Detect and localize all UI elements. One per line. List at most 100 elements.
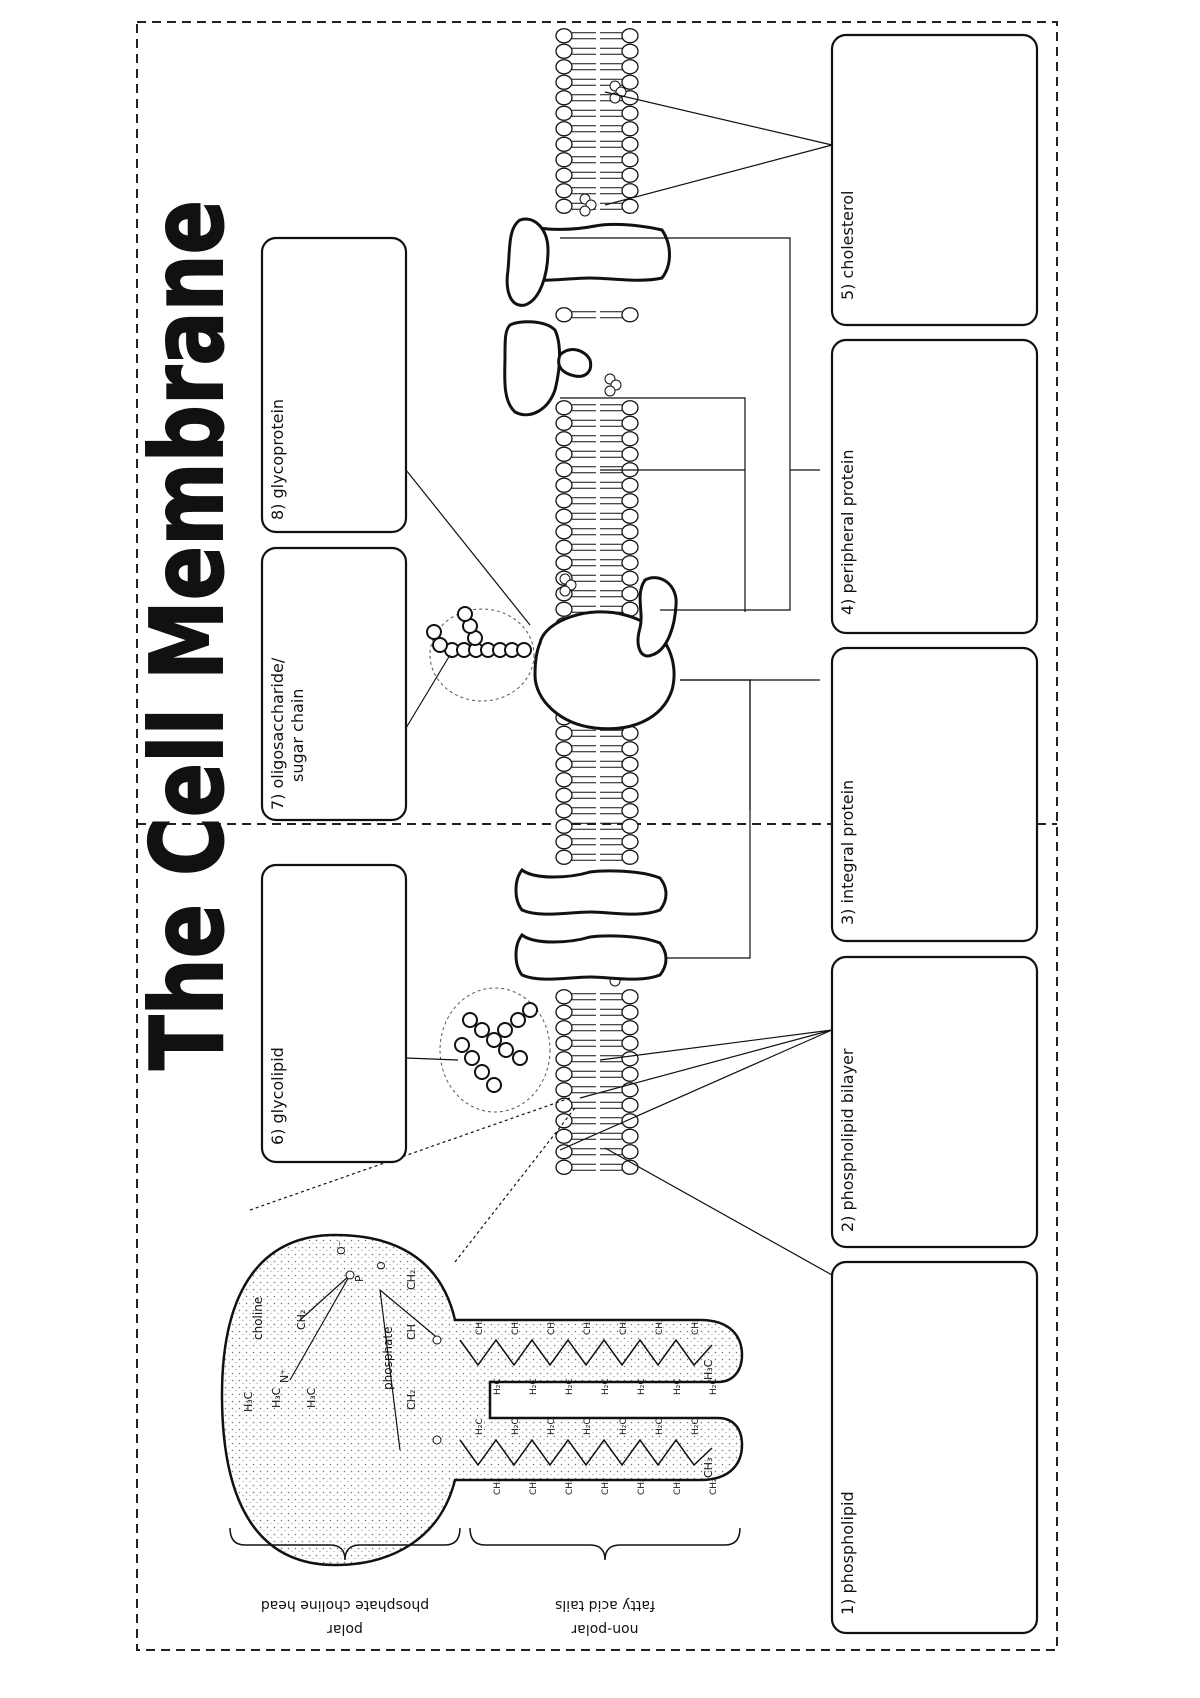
lipid-tail xyxy=(572,528,596,536)
non-polar-label: non-polar xyxy=(571,1621,638,1637)
lipid-tail xyxy=(600,822,622,830)
oxygen-label: O xyxy=(375,1261,388,1270)
lipid-tail xyxy=(572,1070,596,1078)
answer-box-phospholipid[interactable] xyxy=(830,1260,1039,1635)
lipid-tail xyxy=(600,481,622,489)
carbon-label: H₂C xyxy=(529,1378,539,1395)
lipid-head xyxy=(621,198,639,214)
phospholipid-bilayer xyxy=(555,28,639,1175)
tails-label: fatty acid tails xyxy=(555,1597,655,1613)
cholesterol-ring xyxy=(604,385,616,397)
polar-label: polar xyxy=(327,1621,363,1637)
lipid-tail xyxy=(572,94,596,102)
lipid-tail xyxy=(600,1163,622,1171)
lipid-head xyxy=(555,524,573,540)
lipid-tail xyxy=(600,543,622,551)
carbon-label: CH₂ xyxy=(565,1478,575,1495)
glycolipid-chain xyxy=(439,987,551,1113)
lipid-head xyxy=(621,307,639,323)
carbon-label: H₂C xyxy=(547,1418,557,1435)
answer-box-cholesterol[interactable] xyxy=(830,33,1039,327)
lipid-head xyxy=(555,59,573,75)
methyl-label-b: H₃C xyxy=(270,1387,283,1408)
lipid-head xyxy=(555,818,573,834)
lipid-head xyxy=(621,524,639,540)
lipid-head xyxy=(555,43,573,59)
lipid-tail xyxy=(572,125,596,133)
lipid-head xyxy=(555,105,573,121)
lipid-tail xyxy=(572,760,596,768)
lipid-tail xyxy=(600,140,622,148)
label-oligosaccharide-line1: 7) oligosaccharide/ xyxy=(268,657,287,810)
lipid-head xyxy=(621,28,639,44)
lipid-head xyxy=(555,431,573,447)
peripheral-protein-lower xyxy=(636,576,678,658)
label-peripheral-protein: 4) peripheral protein xyxy=(838,450,857,615)
lipid-tail xyxy=(600,1132,622,1140)
leader-lines xyxy=(249,91,833,1276)
lipid-head xyxy=(621,1020,639,1036)
carbon-label: CH₂ xyxy=(655,1318,665,1335)
carbon-label: H₂C xyxy=(673,1378,683,1395)
answer-box-glycolipid[interactable] xyxy=(260,863,408,1164)
lipid-head xyxy=(555,152,573,168)
answer-box-oligosaccharide[interactable] xyxy=(260,546,408,822)
answer-box-integral-protein[interactable] xyxy=(830,646,1039,943)
cholesterol-ring xyxy=(579,205,591,217)
lipid-head xyxy=(555,493,573,509)
lipid-tail xyxy=(600,109,622,117)
lipid-head xyxy=(621,1113,639,1129)
lipid-tail xyxy=(572,311,596,319)
lipid-head xyxy=(555,1066,573,1082)
lipid-head xyxy=(555,415,573,431)
answer-box-phospholipid-bilayer[interactable] xyxy=(830,955,1039,1249)
lipid-head xyxy=(555,136,573,152)
lipid-tail xyxy=(600,63,622,71)
phosphate-label: phosphate xyxy=(381,1327,395,1390)
lipid-head xyxy=(555,1113,573,1129)
answer-box-glycoprotein[interactable] xyxy=(260,236,408,534)
lipid-tail xyxy=(572,47,596,55)
lipid-head xyxy=(555,803,573,819)
choline-label: choline xyxy=(251,1297,265,1340)
lipid-head xyxy=(555,849,573,865)
lipid-head xyxy=(555,446,573,462)
carbon-label: CH₂ xyxy=(583,1318,593,1335)
methyl-end-label-a: H₃C xyxy=(702,1359,715,1380)
lipid-head xyxy=(621,741,639,757)
lipid-head xyxy=(621,570,639,586)
lipid-tail xyxy=(600,419,622,427)
lipid-head xyxy=(555,508,573,524)
lipid-tail xyxy=(572,497,596,505)
lipid-tail xyxy=(600,466,622,474)
lipid-tail xyxy=(572,1024,596,1032)
carbon-label: H₂C xyxy=(709,1378,719,1395)
answer-box-peripheral-protein[interactable] xyxy=(830,338,1039,635)
lipid-tail xyxy=(600,47,622,55)
lipid-head xyxy=(621,539,639,555)
lipid-head xyxy=(621,167,639,183)
carbon-label: CH₂ xyxy=(637,1478,647,1495)
lipid-tail xyxy=(572,419,596,427)
lipid-tail xyxy=(600,1070,622,1078)
carbon-label: CH₂ xyxy=(511,1318,521,1335)
lipid-tail xyxy=(572,1148,596,1156)
channel-protein-a xyxy=(514,867,668,916)
lipid-tail xyxy=(572,1008,596,1016)
lipid-tail xyxy=(600,202,622,210)
lipid-head xyxy=(621,74,639,90)
lipid-head xyxy=(621,431,639,447)
lipid-head xyxy=(555,462,573,478)
lipid-head xyxy=(555,741,573,757)
lipid-tail xyxy=(600,1101,622,1109)
lipid-tail xyxy=(600,32,622,40)
lipid-head xyxy=(621,803,639,819)
lipid-head xyxy=(621,989,639,1005)
lipid-head xyxy=(621,1035,639,1051)
lipid-head xyxy=(555,555,573,571)
lipid-tail xyxy=(600,838,622,846)
lipid-tail xyxy=(600,187,622,195)
carbon-label: H₂C xyxy=(493,1378,503,1395)
lipid-head xyxy=(621,849,639,865)
